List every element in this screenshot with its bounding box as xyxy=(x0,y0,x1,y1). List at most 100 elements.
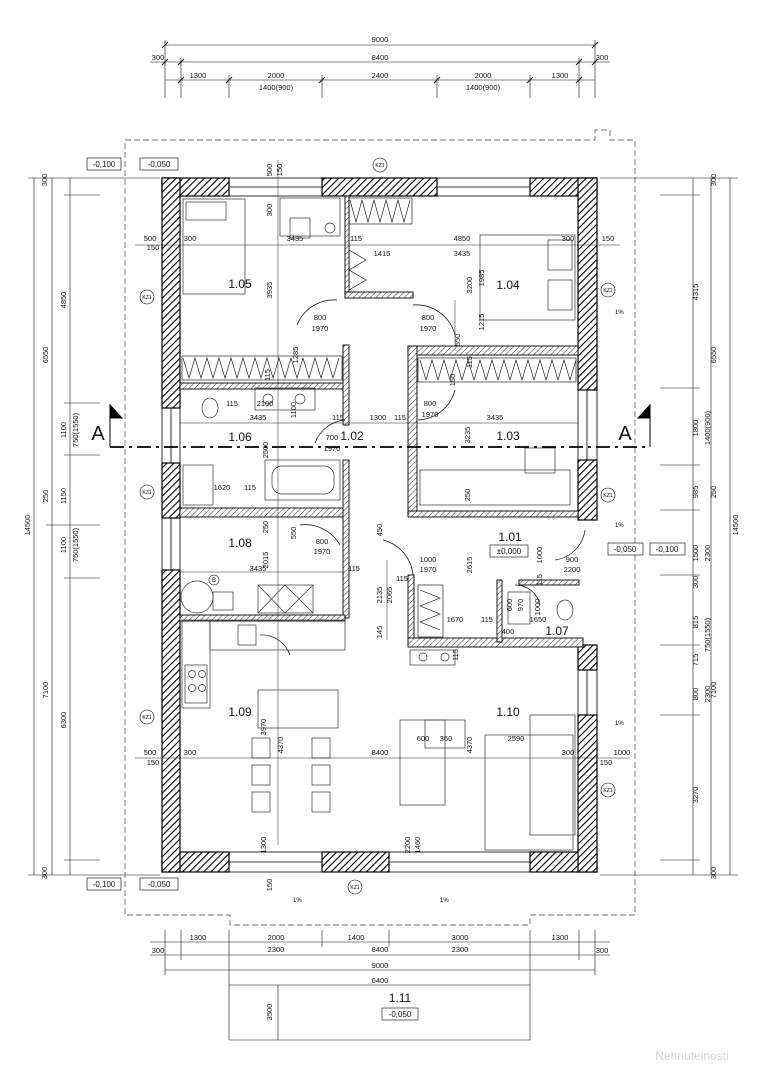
dim-right-8: 1500 xyxy=(691,545,700,562)
tag-kz1-left-3: KZ1 xyxy=(142,715,151,721)
dim-107-115-a: 115 xyxy=(535,574,544,586)
dim-bottom-150: 150 xyxy=(265,879,274,892)
level-entry: ±0,000 xyxy=(497,547,522,556)
level-boxes xyxy=(86,157,686,1021)
bed-105 xyxy=(182,198,246,295)
dim-top-seg-4: 2000 xyxy=(475,71,492,80)
dim-107-1000: 1000 xyxy=(533,599,542,616)
dim-109-3970: 3970 xyxy=(259,719,268,736)
dim-top-total: 9000 xyxy=(372,35,389,44)
room-1-05: 1.05 xyxy=(228,277,252,291)
dim-left-mid-2: 7100 xyxy=(41,682,50,699)
dim-door-108: 800 xyxy=(316,537,329,546)
dim-right-7: 2300 xyxy=(703,545,712,562)
dim-left-3: 1100 xyxy=(59,422,68,438)
dim-107-400: 400 xyxy=(502,627,515,636)
dim-104-4850: 4850 xyxy=(454,234,471,243)
dim-107-1670: 1670 xyxy=(447,615,464,624)
dim-door-103: 800 xyxy=(424,399,437,408)
dim-right-5: 985 xyxy=(691,486,700,499)
dim-103-3235: 3235 xyxy=(463,427,472,444)
dim-right-15: 3270 xyxy=(691,787,700,804)
dim-bottom-seg-4: 3000 xyxy=(452,933,469,942)
boiler-symbol xyxy=(208,574,220,586)
dim-115-e: 115 xyxy=(332,413,344,422)
dim-right-2: 4315 xyxy=(691,284,700,301)
level-right-inside: -0,050 xyxy=(614,545,637,554)
dim-109-4370: 4370 xyxy=(276,737,285,754)
interior-dim-lines xyxy=(135,160,630,845)
level-inside-left-bottom: -0,050 xyxy=(148,880,171,889)
dim-top-window-right: 1400(900) xyxy=(466,83,501,92)
top-dimensions xyxy=(150,40,610,98)
room-1-11: 1.11 xyxy=(389,991,412,1005)
dim-right-1: 300 xyxy=(709,174,718,187)
dim-right-mid-2: 7100 xyxy=(709,682,718,699)
dim-door-105-h: 1970 xyxy=(312,324,329,333)
dim-101-115: 115 xyxy=(396,574,408,583)
dim-110-115: 115 xyxy=(451,649,460,661)
dim-105-3435: 3435 xyxy=(287,234,304,243)
dim-104-1215: 1215 xyxy=(477,314,486,331)
dim-hall-500-top: 500 xyxy=(144,234,157,243)
toilet-107 xyxy=(556,599,574,621)
dim-115-f: 115 xyxy=(394,413,406,422)
dim-bottom-seg-2: 2000 xyxy=(268,933,285,942)
dim-115-b: 115 xyxy=(263,369,272,381)
bathtub xyxy=(264,459,341,501)
dim-door-ext-h: 2200 xyxy=(564,565,581,574)
dim-top-window-left: 1400(900) xyxy=(259,83,294,92)
dim-110-600: 600 xyxy=(417,734,430,743)
dim-slide-1460: 1460 xyxy=(413,837,422,854)
dim-right-11: 750(1550) xyxy=(703,617,712,652)
dim-door-101: 1000 xyxy=(420,555,437,564)
slope-4: 1% xyxy=(293,898,302,904)
level-terrace: -0,050 xyxy=(389,1010,412,1019)
level-right-outside: -0,100 xyxy=(656,545,679,554)
dim-101-2135: 2135 xyxy=(375,587,384,604)
bottom-dimensions xyxy=(150,930,610,1041)
level-inside-left-top: -0,050 xyxy=(148,160,171,169)
dim-left-4: 750(1550) xyxy=(71,412,80,447)
dim-110-4370: 4370 xyxy=(465,737,474,754)
dim-1415: 1415 xyxy=(374,249,391,258)
dim-top-seg-1: 1300 xyxy=(190,71,207,80)
furniture xyxy=(180,197,576,851)
slope-2: 1% xyxy=(615,523,624,529)
room-1-01: 1.01 xyxy=(498,530,522,544)
slope-3: 1% xyxy=(615,721,624,727)
dim-top-seg-2: 2000 xyxy=(268,71,285,80)
dim-106-2100: 2100 xyxy=(257,399,274,408)
dim-bottom-seg-3: 1400 xyxy=(348,933,365,942)
room-1-07: 1.07 xyxy=(545,624,569,638)
boiler-tank xyxy=(180,580,214,614)
dim-104-3435: 3435 xyxy=(454,249,471,258)
room-1-09: 1.09 xyxy=(228,705,252,719)
dim-hall-150-r: 150 xyxy=(600,758,613,767)
slope-1: 1% xyxy=(615,310,624,316)
dim-door-ext: 900 xyxy=(566,555,579,564)
dim-door-102-h: 1970 xyxy=(324,444,341,453)
right-dimensions xyxy=(600,177,738,876)
tag-kz1-right-3: KZ1 xyxy=(603,788,612,794)
dim-115-c: 115 xyxy=(465,356,474,368)
dim-door-108-h: 1970 xyxy=(314,547,331,556)
dim-105-300: 300 xyxy=(184,234,197,243)
dim-104-150: 150 xyxy=(602,234,615,243)
dim-bottom-sub-right: 2300 xyxy=(452,945,469,954)
dim-hall-150-l: 150 xyxy=(147,758,160,767)
tag-kz1-right-2: KZ1 xyxy=(603,493,612,499)
dim-103-250: 250 xyxy=(463,489,472,502)
interior-dim-texts: 500 300 150 3435 115 4850 1415 3435 300 … xyxy=(144,164,631,892)
dim-110-360: 360 xyxy=(440,734,453,743)
dim-103-3435: 3435 xyxy=(487,413,504,422)
sink-107 xyxy=(507,591,531,625)
tag-kz1-top: KZ1 xyxy=(375,163,384,169)
top-dim-ticks xyxy=(161,41,599,84)
outer-contour xyxy=(124,129,636,926)
dim-right-6: 250 xyxy=(709,486,718,499)
room-1-04: 1.04 xyxy=(496,278,520,292)
table-109 xyxy=(257,689,339,729)
dim-108-250: 250 xyxy=(261,521,270,534)
dim-top-150: 150 xyxy=(275,164,284,177)
